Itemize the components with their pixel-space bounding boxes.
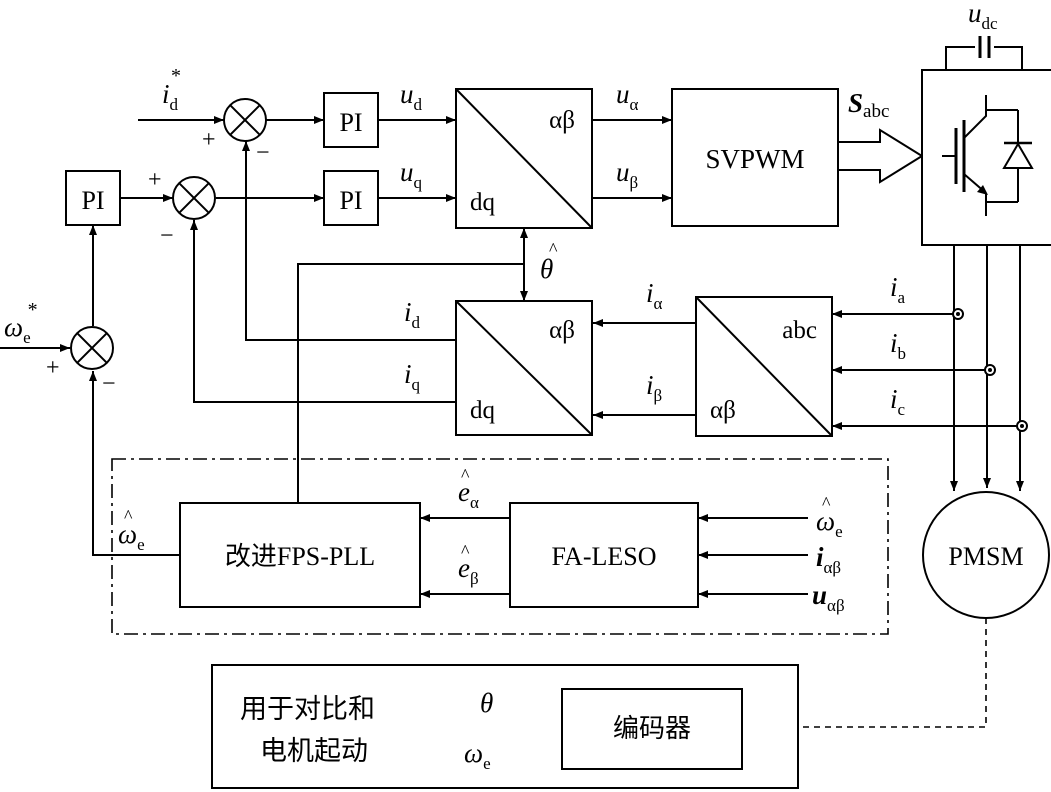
ualpha-label: uα [616, 79, 639, 114]
current-sensor-taps [952, 308, 1028, 432]
id-ref-label: id* [162, 65, 181, 114]
sum-signs: + − + − + − [46, 127, 270, 397]
igbt-diode-icon [942, 95, 1034, 216]
dc-link-left-wire [945, 46, 975, 70]
ic-label: ic [890, 384, 906, 419]
ebeta-hat-accent: ^ [461, 541, 470, 561]
pll-label: 改进FPS-PLL [225, 542, 375, 571]
iq-feedback-label: iq [404, 359, 421, 394]
pmsm-motor: PMSM [922, 491, 1050, 619]
pi-d-label: PI [339, 108, 362, 137]
signal-lines [0, 116, 1024, 759]
sum-junction-speed [70, 326, 114, 370]
sign-plus-speed: + [46, 355, 60, 381]
pmsm-label: PMSM [948, 542, 1023, 571]
iab-in-label: iαβ [816, 542, 841, 577]
encoder-label: 编码器 [613, 714, 691, 743]
inverse-park-dq-label: dq [470, 189, 496, 216]
iq-feedback-line [190, 220, 456, 403]
theta-hat-label: θ [540, 254, 553, 284]
omega-feedback-line [89, 371, 180, 556]
fa-leso-block: FA-LESO [509, 502, 699, 608]
inverse-park-alphabeta-label: αβ [549, 107, 575, 134]
sign-minus-q: − [160, 223, 174, 249]
sign-plus-d: + [202, 127, 216, 153]
sign-minus-speed: − [102, 371, 116, 397]
leso-label: FA-LESO [552, 542, 657, 571]
dc-link-right-wire [994, 46, 1023, 70]
sabc-hollow-arrow [838, 128, 924, 184]
theta-hat-accent: ^ [549, 239, 558, 259]
park-dq-label: dq [470, 397, 496, 424]
observer-group-border [111, 458, 889, 635]
encoder-link-line [798, 618, 987, 728]
pi-q-label: PI [339, 186, 362, 215]
omega-hat-in-accent: ^ [822, 493, 831, 513]
id-feedback-line [242, 141, 456, 341]
svpwm-block: SVPWM [671, 88, 839, 227]
sabc-label: Sabc [848, 88, 889, 122]
ud-label: ud [400, 79, 423, 114]
pi-speed-label: PI [81, 186, 104, 215]
inverse-park-transform-block: αβ dq [455, 88, 593, 229]
signal-labels: id* ud uq uα uβ Sabc udc θ ^ id iq iα iβ… [4, 0, 998, 773]
sign-plus-q: + [148, 167, 162, 193]
ibeta-label: iβ [646, 370, 662, 405]
encoder-omega-label: ωe [464, 738, 491, 773]
clarke-alphabeta-label: αβ [710, 397, 736, 424]
omega-ref-label: ωe* [4, 299, 38, 347]
clarke-abc-label: abc [782, 317, 817, 344]
omega-hat-out-label: ωe [118, 519, 145, 554]
sign-minus-d: − [256, 140, 270, 166]
park-alphabeta-label: αβ [549, 317, 575, 344]
clarke-transform-block: abc αβ [695, 296, 833, 437]
uq-label: uq [400, 157, 423, 192]
encoder-theta-label: θ [480, 688, 493, 718]
encoder-block: 编码器 [561, 688, 743, 770]
pi-d-block: PI [323, 92, 379, 148]
ebeta-hat-label: eβ [458, 553, 479, 588]
omega-hat-in-label: ωe [816, 506, 843, 541]
improved-fps-pll-block: 改进FPS-PLL [179, 502, 421, 608]
omega-hat-out-accent: ^ [124, 506, 133, 526]
uab-in-label: uαβ [812, 580, 845, 615]
udc-label: udc [968, 0, 998, 33]
note-line-1: 用于对比和 [240, 694, 375, 724]
inverter-block [921, 36, 1051, 246]
ialpha-label: iα [646, 278, 663, 313]
ubeta-label: uβ [616, 157, 638, 192]
ia-label: ia [890, 272, 906, 307]
ealpha-hat-accent: ^ [461, 465, 470, 485]
ealpha-hat-label: eα [458, 477, 479, 512]
sum-junction-q [172, 176, 216, 220]
sum-junction-d [223, 98, 267, 142]
pi-q-block: PI [323, 170, 379, 226]
note-line-2: 电机起动 [260, 736, 368, 766]
park-transform-block: αβ dq [455, 300, 593, 436]
pll-theta-line [297, 263, 524, 503]
svpwm-label: SVPWM [705, 144, 804, 174]
pi-speed-block: PI [65, 170, 121, 226]
id-feedback-label: id [404, 297, 421, 332]
ib-label: ib [890, 328, 906, 363]
